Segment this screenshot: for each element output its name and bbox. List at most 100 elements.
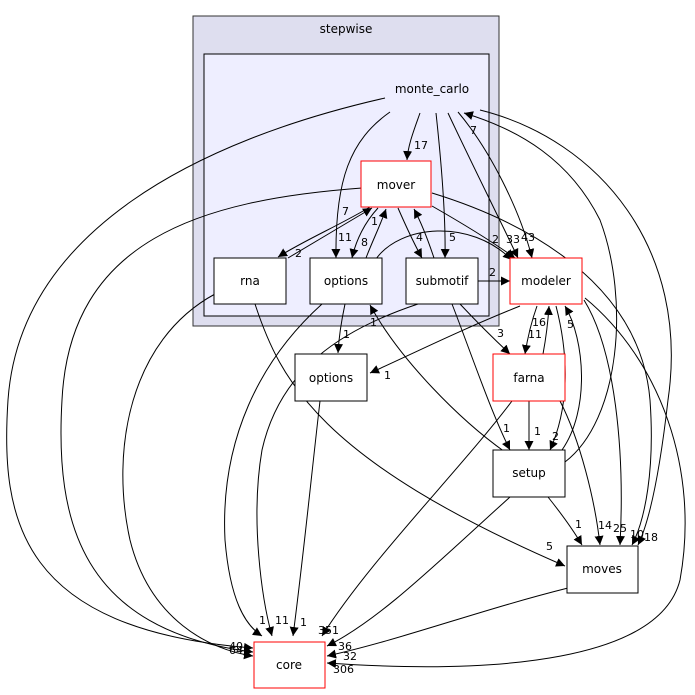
node-submotif[interactable]: submotif <box>405 257 479 305</box>
edge-mover-options: 8 <box>349 207 379 259</box>
edge-label-setup-moves: 1 <box>575 518 582 531</box>
edge-label-modeler-core: 306 <box>333 663 354 676</box>
edge-farna-core: 351 <box>318 400 513 637</box>
edge-label-modeler-setup: 2 <box>552 430 559 443</box>
node-core-box <box>253 641 326 689</box>
edge-label-mover-core: 64 <box>229 644 243 657</box>
edge-monte-carlo-submotif: 5 <box>435 112 456 259</box>
edge-monte-carlo-mover: 17 <box>403 112 428 161</box>
node-mover-box <box>360 160 432 208</box>
node-rna-label: rna <box>240 274 260 288</box>
node-core[interactable]: core <box>253 641 326 689</box>
node-setup[interactable]: setup <box>492 449 566 498</box>
edge-farna-setup: 1 <box>524 401 541 450</box>
node-moves-box <box>566 545 639 594</box>
edge-label-monte-carlo-modeler-b: 43 <box>521 231 535 244</box>
edge-label-mover-modeler: 2 <box>492 233 499 246</box>
edge-setup-core: 36 <box>326 496 511 653</box>
node-mover[interactable]: mover <box>360 160 432 208</box>
edge-modeler-core: 306 <box>326 297 686 676</box>
edge-label-monte-carlo-moves: 18 <box>644 531 658 544</box>
edge-label-submotif-setup: 1 <box>503 422 510 435</box>
edge-label-rna-mover: 7 <box>342 205 349 218</box>
edge-label-submotif-core: 11 <box>275 614 289 627</box>
edge-setup-moves: 1 <box>547 496 583 546</box>
edge-label-options2-core: 1 <box>300 616 307 629</box>
edge-label-submotif-modeler: 2 <box>489 266 496 279</box>
edge-farna-moves: 14 <box>559 400 612 546</box>
edge-label-mover-submotif: 4 <box>416 231 423 244</box>
edge-label-setup-core: 36 <box>338 640 352 653</box>
cluster-stepwise-label: stepwise <box>320 22 373 36</box>
edge-label-monte-carlo-submotif: 5 <box>449 231 456 244</box>
edge-submotif-core: 11 <box>256 303 419 637</box>
edges: 17 11 5 33 43 7 2 <box>6 97 686 676</box>
edge-label-farna-setup: 1 <box>534 425 541 438</box>
edge-label-modeler-farna: 16 <box>532 316 546 329</box>
node-submotif-box <box>405 257 479 305</box>
edge-label-mover-options: 8 <box>361 236 368 249</box>
node-mover-label: mover <box>377 178 416 192</box>
edge-options2-core: 1 <box>289 400 321 637</box>
edge-options-options2: 1 <box>334 303 350 354</box>
edge-monte-carlo-modeler-a: 33 <box>447 112 520 259</box>
edge-label-rna-moves: 5 <box>546 540 553 553</box>
node-options[interactable]: options <box>309 257 383 305</box>
edge-label-options-options2: 1 <box>343 328 350 341</box>
edge-modeler-moves: 25 <box>583 299 627 546</box>
edge-label-farna-modeler: 11 <box>528 328 542 341</box>
edge-label-mover-rna: 2 <box>295 247 302 260</box>
node-options-label: options <box>324 274 368 288</box>
node-options-box <box>309 257 383 305</box>
edge-monte-carlo-options: 11 <box>331 111 391 259</box>
edge-label-submotif-farna: 3 <box>497 327 504 340</box>
edge-rna-mover: 7 <box>287 205 373 259</box>
edge-monte-carlo-moves: 18 <box>479 109 672 546</box>
cluster-monte-carlo-label: monte_carlo <box>395 82 469 96</box>
node-submotif-label: submotif <box>416 274 470 288</box>
node-core-label: core <box>276 658 302 672</box>
node-options-lower[interactable]: options <box>294 353 368 402</box>
edge-setup-modeler: 5 <box>561 305 582 451</box>
node-modeler-box <box>509 257 583 305</box>
node-farna-box <box>492 353 566 402</box>
edge-label-monte-carlo-mover: 17 <box>414 139 428 152</box>
edge-options-mover: 1 <box>365 208 388 259</box>
edge-label-setup-options: 1 <box>370 316 377 329</box>
node-rna[interactable]: rna <box>213 257 287 305</box>
edge-options-modeler <box>375 230 513 261</box>
edge-label-modeler-moves: 25 <box>613 522 627 535</box>
edge-rna-moves: 5 <box>254 303 566 567</box>
edge-setup-options: 1 <box>369 304 506 453</box>
node-farna[interactable]: farna <box>492 353 566 402</box>
edge-submotif-modeler: 2 <box>478 266 510 286</box>
edge-moves-core: 32 <box>326 587 569 663</box>
edge-options-core: 1 <box>224 303 323 637</box>
edge-rna-core <box>122 293 254 660</box>
node-moves-label: moves <box>582 562 622 576</box>
edge-submotif-setup: 1 <box>451 303 511 451</box>
edge-label-options-mover: 1 <box>371 215 378 228</box>
edge-label-monte-carlo-options: 11 <box>338 231 352 244</box>
node-options-lower-label: options <box>309 371 353 385</box>
edge-monte-carlo-modeler-b: 43 <box>457 111 535 259</box>
edge-label-farna-moves: 14 <box>598 519 612 532</box>
edge-label-modeler-options2: 1 <box>384 369 391 382</box>
node-rna-box <box>213 257 287 305</box>
edge-label-setup-monte-carlo: 7 <box>470 124 477 137</box>
edge-mover-rna: 2 <box>277 206 371 260</box>
edge-label-options-core: 1 <box>259 614 266 627</box>
edge-farna-modeler: 11 <box>528 305 553 355</box>
node-modeler[interactable]: modeler <box>509 257 583 305</box>
edge-modeler-options2: 1 <box>369 305 521 382</box>
edge-mover-submotif: 4 <box>397 207 423 259</box>
edge-label-monte-carlo-modeler-a: 33 <box>506 233 520 246</box>
node-moves[interactable]: moves <box>566 545 639 594</box>
edge-modeler-farna: 16 <box>521 305 546 355</box>
node-setup-box <box>492 449 566 498</box>
edge-submotif-farna: 3 <box>459 303 511 355</box>
edge-label-farna-core: 351 <box>318 624 339 637</box>
node-modeler-label: modeler <box>521 274 571 288</box>
node-farna-label: farna <box>513 371 544 385</box>
